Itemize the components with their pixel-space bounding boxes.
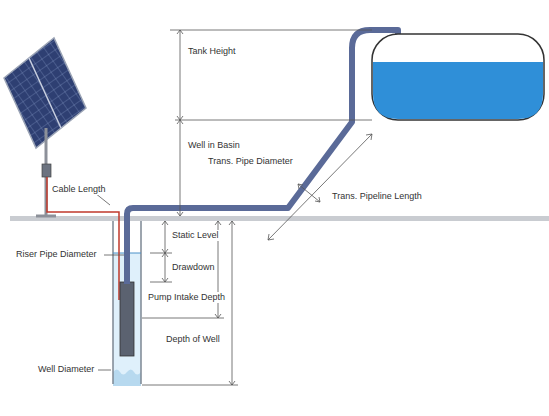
transmission-pipe xyxy=(127,30,398,284)
dimension-label: Cable Length xyxy=(50,184,108,195)
dimension-label: Depth of Well xyxy=(164,334,222,345)
pump-body xyxy=(120,282,134,356)
dimension-label: Trans. Pipeline Length xyxy=(330,191,424,202)
dimension-label: Pump Intake Depth xyxy=(146,292,227,303)
dimension-label: Well Diameter xyxy=(36,364,96,375)
dimension-label: Tank Height xyxy=(186,46,238,57)
ground-line xyxy=(10,216,549,221)
dimension-label: Static Level xyxy=(170,230,221,241)
power-cable xyxy=(47,177,119,300)
dimension-lines xyxy=(95,30,372,385)
dimension-label: Drawdown xyxy=(170,262,217,273)
dimension-label: Riser Pipe Diameter xyxy=(14,249,99,260)
water-tank xyxy=(372,34,544,120)
dimension-label: Well in Basin xyxy=(186,140,242,151)
dimension-label: Trans. Pipe Diameter xyxy=(206,156,295,167)
